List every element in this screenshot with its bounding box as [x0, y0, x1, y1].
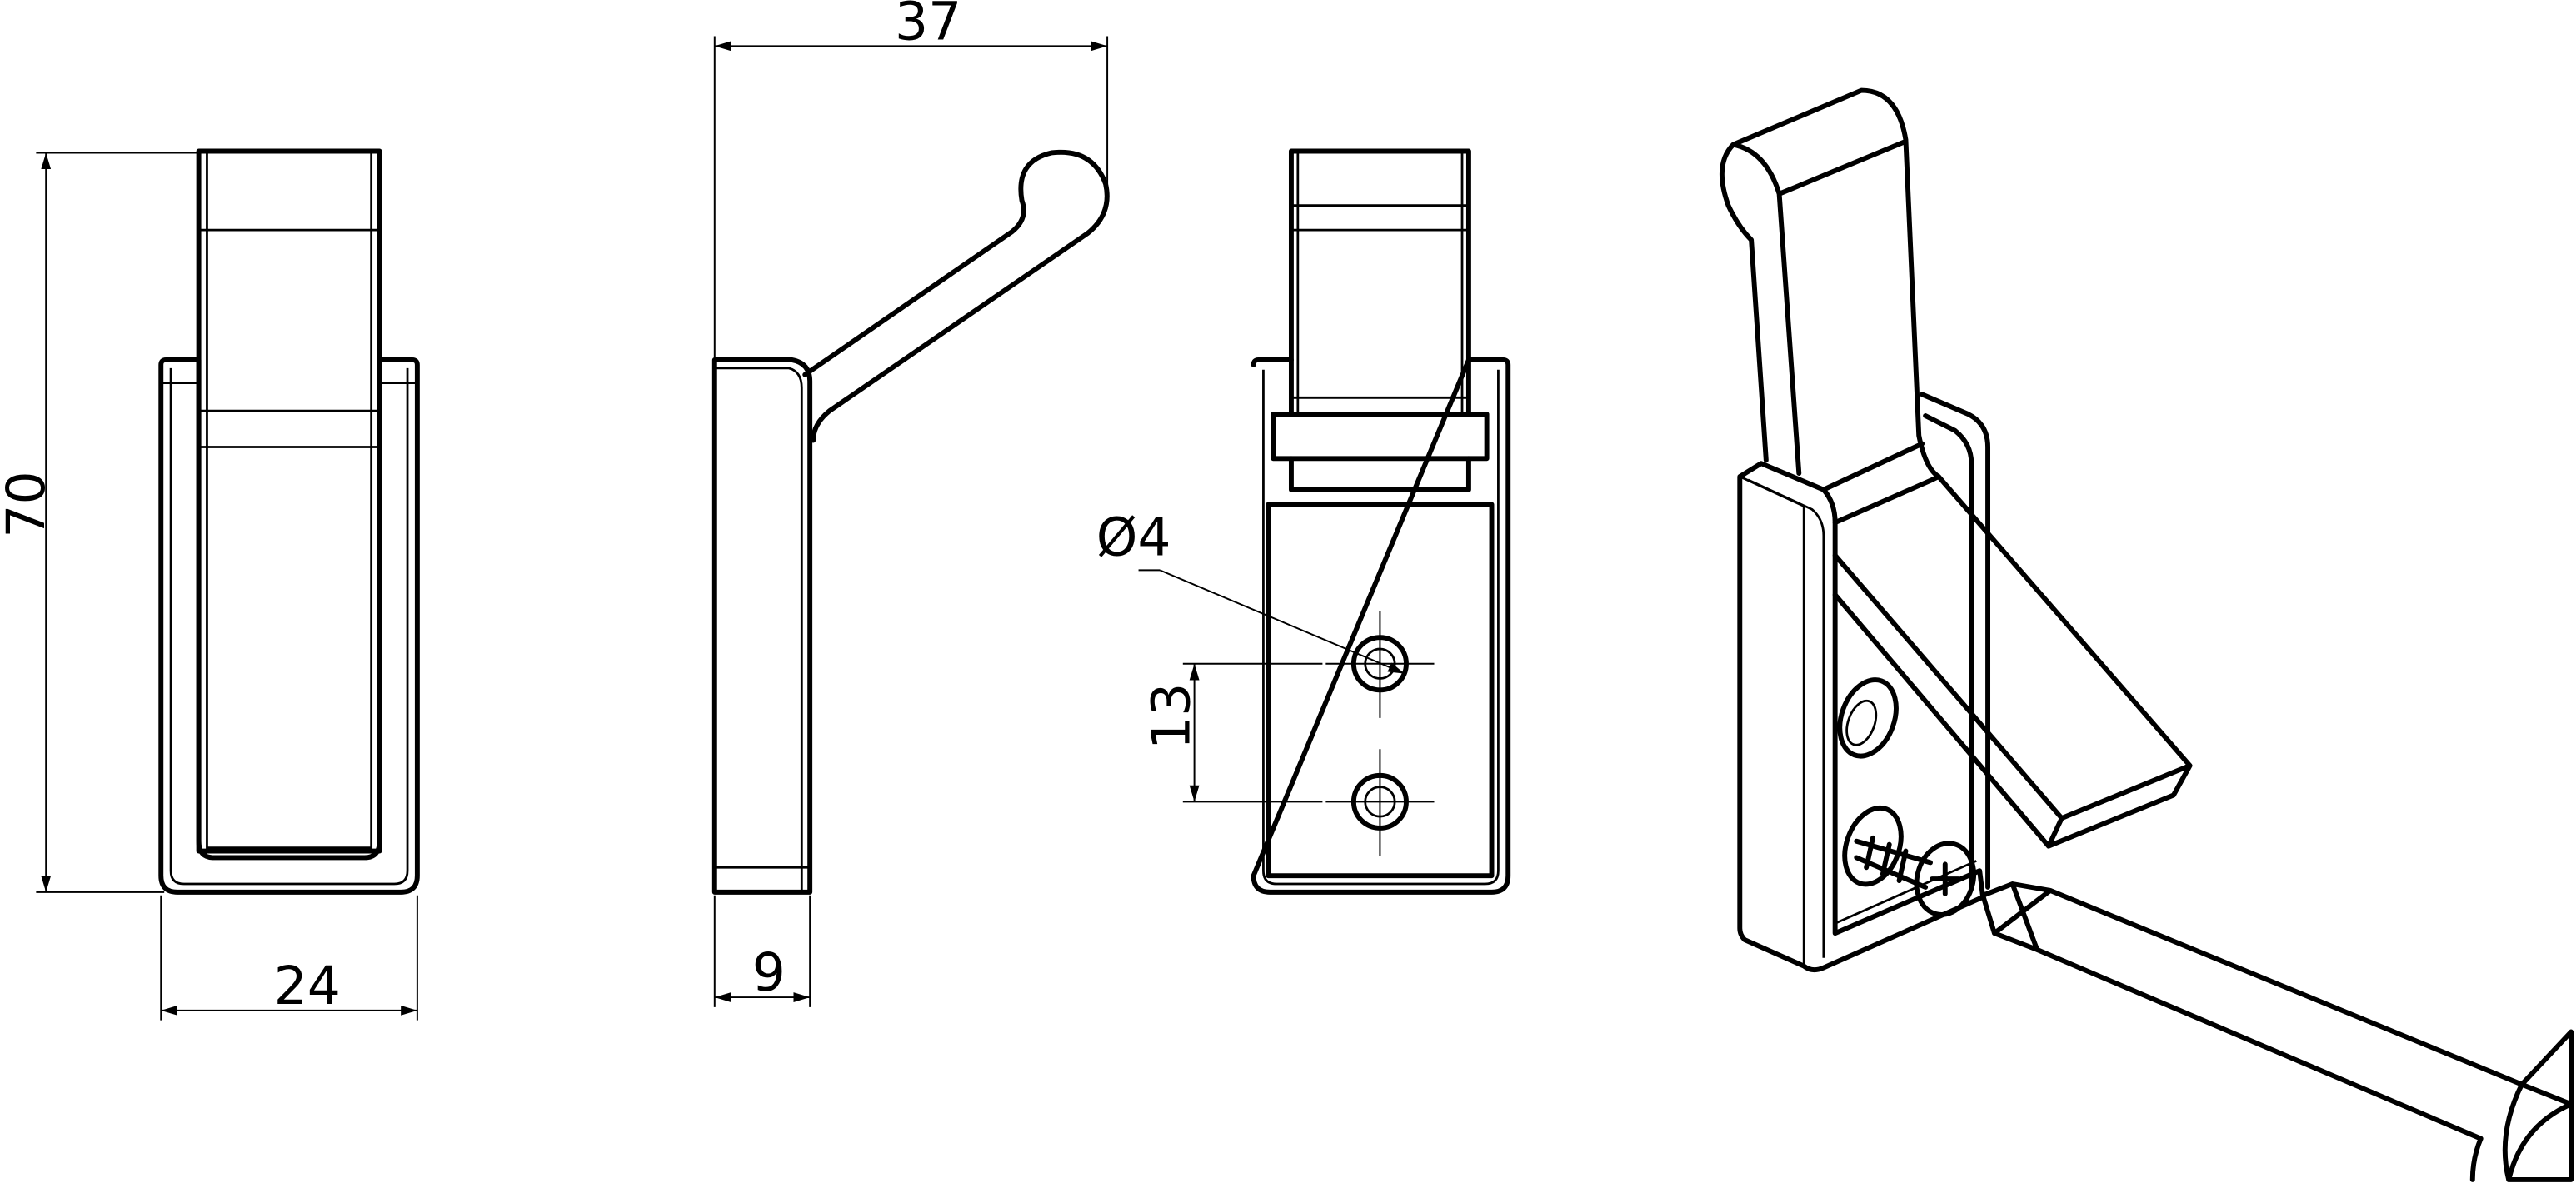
back-view: Ø4 13: [1096, 148, 1511, 895]
front-view: 70 24: [0, 148, 420, 1021]
dimension-hole-diameter: Ø4: [1096, 507, 1171, 568]
dimension-thickness: 9: [752, 941, 786, 1003]
dimension-height: 70: [0, 471, 57, 537]
side-view: 37 9: [711, 0, 1110, 1007]
mounting-hole-top: [1325, 611, 1435, 718]
dimension-depth: 37: [895, 0, 961, 52]
screw: [1854, 835, 1977, 917]
screwdriver: [1980, 881, 2574, 1182]
mounting-hole-bottom: [1325, 749, 1435, 856]
isometric-view: [1719, 87, 2574, 1182]
dimension-hole-spacing: 13: [1141, 683, 1202, 750]
dimension-width: 24: [274, 955, 341, 1016]
